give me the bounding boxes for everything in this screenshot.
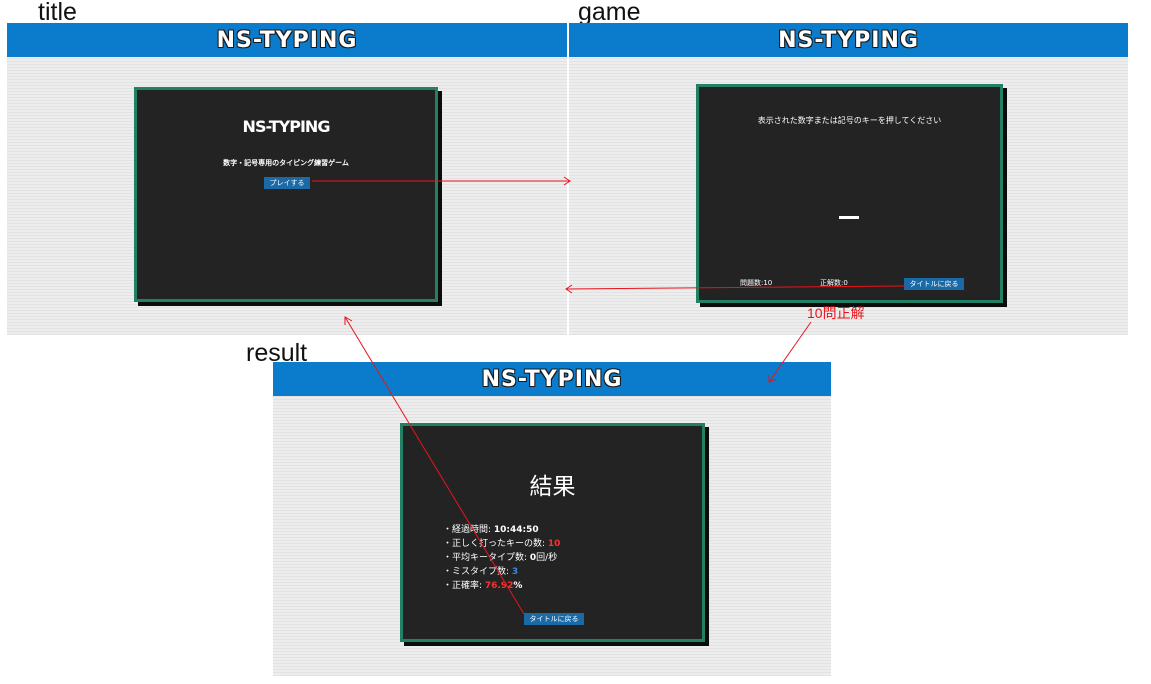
correct-keys-value: 10: [547, 539, 561, 549]
instruction-text: 表示された数字または記号のキーを押してください: [757, 116, 942, 125]
avg-speed-label: ・平均キータイプ数:: [443, 553, 530, 563]
accuracy-unit: %: [513, 581, 523, 591]
elapsed-time-label: ・経過時間:: [443, 525, 494, 535]
title-screen: NS-TYPING NS-TYPING 数字・記号専用のタイピング練習ゲーム プ…: [7, 23, 567, 335]
caption-game: game: [578, 0, 641, 26]
avg-speed-value: 0: [529, 553, 537, 563]
elapsed-time-row: ・経過時間: 10:44:50: [443, 523, 560, 537]
game-screen: NS-TYPING 表示された数字または記号のキーを押してください 問題数:10…: [569, 23, 1128, 335]
accuracy-label: ・正確率:: [443, 581, 485, 591]
result-title: 結果: [529, 474, 576, 500]
game-panel: 表示された数字または記号のキーを押してください 問題数:10 正解数:0 タイト…: [696, 84, 1003, 303]
correct-keys-label: ・正しく打ったキーの数:: [443, 539, 548, 549]
accuracy-row: ・正確率: 76.92%: [443, 579, 560, 593]
subtitle: 数字・記号専用のタイピング練習ゲーム: [223, 159, 349, 167]
app-header: NS-TYPING: [273, 362, 831, 396]
play-button[interactable]: プレイする: [264, 177, 310, 189]
back-to-title-button[interactable]: タイトルに戻る: [524, 613, 584, 625]
miss-type-value: 3: [511, 567, 519, 577]
back-to-title-button[interactable]: タイトルに戻る: [904, 278, 964, 290]
avg-speed-unit: 回/秒: [536, 553, 558, 563]
result-panel: 結果 ・経過時間: 10:44:50 ・正しく打ったキーの数: 10 ・平均キー…: [400, 423, 705, 642]
elapsed-time-value: 10:44:50: [493, 525, 539, 535]
accuracy-value: 76.92: [484, 581, 514, 591]
current-key-display: [839, 216, 859, 219]
title-panel: NS-TYPING 数字・記号専用のタイピング練習ゲーム プレイする: [134, 87, 438, 302]
miss-type-label: ・ミスタイプ数:: [443, 567, 512, 577]
caption-title: title: [38, 0, 77, 26]
app-header: NS-TYPING: [7, 23, 567, 57]
result-screen: NS-TYPING 結果 ・経過時間: 10:44:50 ・正しく打ったキーの数…: [273, 362, 831, 676]
question-count: 問題数:10: [740, 279, 773, 287]
app-header: NS-TYPING: [569, 23, 1128, 57]
transition-note: 10問正解: [807, 305, 865, 321]
correct-keys-row: ・正しく打ったキーの数: 10: [443, 537, 560, 551]
miss-type-row: ・ミスタイプ数: 3: [443, 565, 560, 579]
avg-speed-row: ・平均キータイプ数: 0回/秒: [443, 551, 560, 565]
correct-count: 正解数:0: [820, 279, 848, 287]
caption-result: result: [246, 339, 308, 367]
game-logo: NS-TYPING: [242, 117, 331, 136]
result-stats: ・経過時間: 10:44:50 ・正しく打ったキーの数: 10 ・平均キータイプ…: [443, 523, 560, 593]
